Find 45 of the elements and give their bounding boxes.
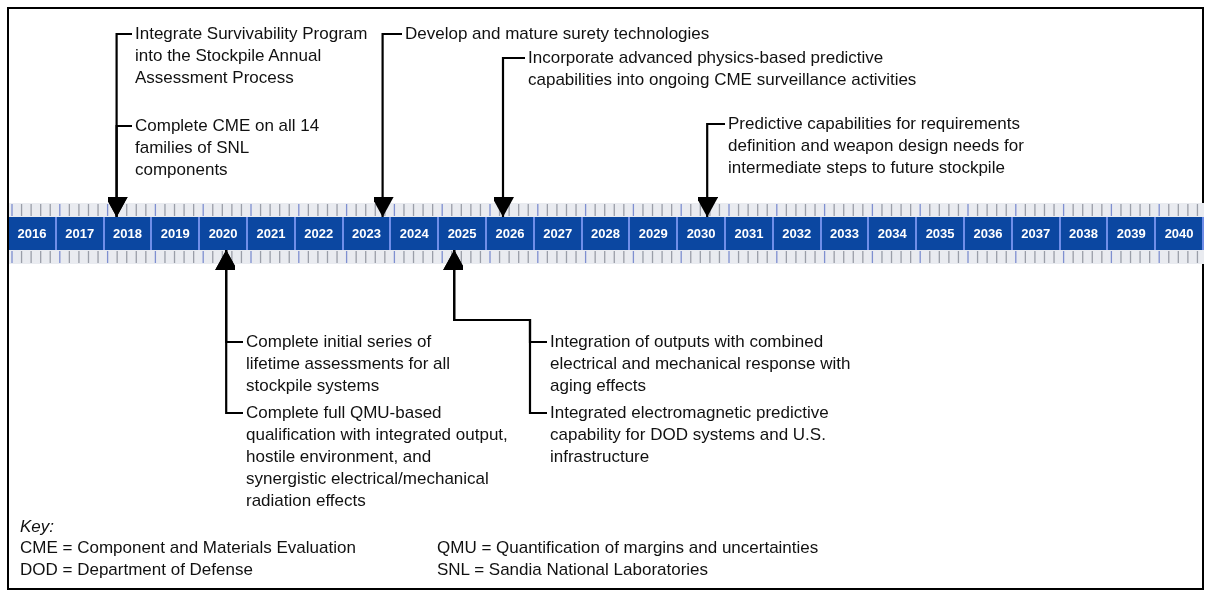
milestone-text: Complete initial series of lifetime assessments for all stockpile systems: [246, 331, 458, 397]
milestone-text: Integration of outputs with combined electrical and mechanical response with aging effects: [550, 331, 852, 397]
year-cell: 2022: [295, 217, 344, 250]
arrow: [105, 124, 132, 217]
year-cell: 2039: [1108, 217, 1157, 250]
key-entry: QMU = Quantification of margins and uncertainties: [437, 537, 819, 559]
year-cell: 2032: [773, 217, 822, 250]
arrow: [443, 250, 547, 415]
milestone-text: Develop and mature surety technologies: [405, 23, 710, 45]
year-cell: 2023: [343, 217, 392, 250]
key-heading: Key:: [20, 516, 55, 538]
milestone-text: Integrate Survivability Program into the Stockpile Annual Assessment Process: [135, 23, 385, 89]
milestone-text: Predictive capabilities for requirements definition and weapon design needs for intermediate steps to future stockpile: [728, 113, 1063, 179]
year-cell: 2016: [9, 217, 57, 250]
year-cell: 2040: [1156, 217, 1204, 250]
year-cell: 2026: [487, 217, 535, 250]
year-cell: 2027: [534, 217, 583, 250]
year-cell: 2035: [917, 217, 965, 250]
year-cell: 2031: [726, 217, 774, 250]
arrow: [492, 56, 525, 217]
milestone-text: Complete CME on all 14 families of SNL components: [135, 115, 327, 181]
arrow: [371, 32, 402, 217]
year-cell: 2020: [200, 217, 248, 250]
year-cell: 2019: [152, 217, 201, 250]
key-entry: SNL = Sandia National Laboratories: [437, 559, 709, 581]
year-cell: 2025: [439, 217, 487, 250]
year-cell: 2038: [1060, 217, 1109, 250]
year-cell: 2021: [248, 217, 296, 250]
year-cell: 2018: [104, 217, 153, 250]
arrow: [696, 122, 725, 217]
year-cell: 2017: [56, 217, 105, 250]
year-cell: 2034: [869, 217, 918, 250]
year-cell: 2029: [630, 217, 679, 250]
year-cell: 2030: [678, 217, 726, 250]
year-cell: 2033: [821, 217, 870, 250]
milestone-text: Incorporate advanced physics-based predictive capabilities into ongoing CME surveillance activities: [528, 47, 958, 91]
milestone-text: Integrated electromagnetic predictive capability for DOD systems and U.S. infrastructure: [550, 402, 860, 468]
year-cell: 2028: [582, 217, 631, 250]
key-entry: DOD = Department of Defense: [20, 559, 253, 581]
milestone-text: Complete full QMU-based qualification with integrated output, hostile environment, and synergistic electrical/mechanical radiation effects: [246, 402, 516, 512]
year-cell: 2037: [1012, 217, 1061, 250]
year-cell: 2024: [391, 217, 440, 250]
arrow: [215, 250, 243, 415]
key-entry: CME = Component and Materials Evaluation: [20, 537, 356, 559]
year-cell: 2036: [965, 217, 1013, 250]
